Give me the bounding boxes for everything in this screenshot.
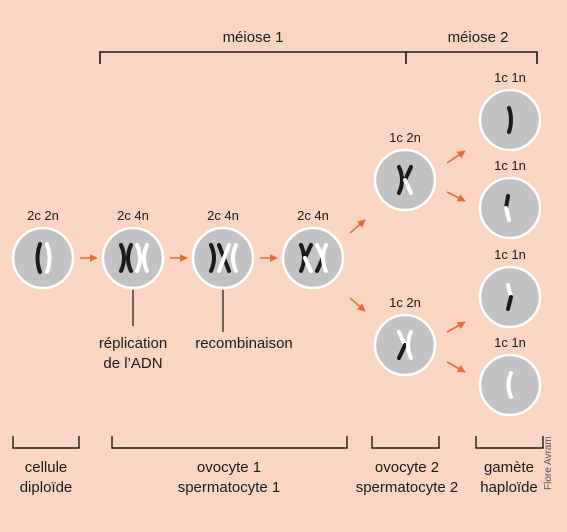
cell-gamete-1 <box>478 88 542 152</box>
chromosome-light <box>504 206 511 222</box>
replication-label-line2: de l’ADN <box>103 355 162 372</box>
diploid-stage-bracket <box>12 436 80 449</box>
arrow-4 <box>349 219 366 234</box>
chromatid-light <box>217 243 231 273</box>
arrow-9 <box>446 361 466 373</box>
arrow-5 <box>349 297 366 312</box>
diploid-stage-line1: cellule <box>25 459 68 476</box>
chromatid-dark <box>119 243 126 273</box>
cell-secondary-top-label: 1c 2n <box>389 130 421 145</box>
cell-recombined <box>281 226 345 290</box>
chromosome-dark <box>506 295 513 311</box>
secondary-stage-bracket <box>371 436 440 449</box>
arrow-7 <box>446 191 466 202</box>
chromosome-light <box>506 283 513 299</box>
arrow-6 <box>446 150 466 164</box>
cell-gamete-3 <box>478 265 542 329</box>
stage-brackets <box>12 436 544 449</box>
chromatid-light <box>406 330 413 360</box>
chromatid-dark <box>397 165 404 195</box>
chromosome-dark <box>35 242 42 274</box>
chromatid-dark <box>303 243 313 260</box>
cell-gamete-3-label: 1c 1n <box>494 247 526 262</box>
cell-secondary-top <box>373 148 437 212</box>
chromatid-dark <box>209 243 216 273</box>
gamete-stage-bracket <box>475 436 544 449</box>
cell-diploid <box>11 226 75 290</box>
secondary-stage-line2: spermatocyte 2 <box>356 479 459 496</box>
cell-gamete-1-label: 1c 1n <box>494 70 526 85</box>
chromosome-light <box>45 242 52 274</box>
chromatid-light <box>397 330 407 347</box>
chromosome-dark <box>507 106 513 134</box>
cell-gamete-4-label: 1c 1n <box>494 335 526 350</box>
secondary-stage-line1: ovocyte 2 <box>375 459 439 476</box>
chromatid-light <box>303 256 313 273</box>
phase-brackets <box>99 51 538 64</box>
chromatid-light <box>142 243 149 273</box>
gamete-stage-line2: haploïde <box>480 479 538 496</box>
chromatid-light <box>321 243 328 273</box>
cell-recombined-label: 2c 4n <box>297 208 329 223</box>
cell-gamete-2 <box>478 176 542 240</box>
cell-diploid-label: 2c 2n <box>27 208 59 223</box>
chromosome-light <box>506 371 513 399</box>
gamete-stage-line1: gamète <box>484 459 534 476</box>
diploid-stage-line2: diploïde <box>20 479 73 496</box>
cell-recombining-label: 2c 4n <box>207 208 239 223</box>
chromatid-light <box>231 243 238 273</box>
meiosis1-label: méiose 1 <box>223 29 284 46</box>
meiosis2-bracket <box>406 51 538 64</box>
replication-label-line1: réplication <box>99 335 167 352</box>
primary-stage-bracket <box>111 436 348 449</box>
cell-gamete-4 <box>478 353 542 417</box>
meiosis1-bracket <box>99 51 407 64</box>
cell-recombining <box>191 226 255 290</box>
chromatid-dark <box>126 243 133 273</box>
chromatid-light <box>403 178 413 195</box>
cells: 2c 2n 2c 4n 2c 4n <box>11 70 542 417</box>
chromatid-light <box>135 243 142 273</box>
cell-replicated-label: 2c 4n <box>117 208 149 223</box>
credit-label: Flore Avram <box>543 436 554 490</box>
recombination-label: recombinaison <box>195 335 293 352</box>
primary-stage-line2: spermatocyte 1 <box>178 479 281 496</box>
arrows <box>80 150 466 373</box>
meiosis2-label: méiose 2 <box>448 29 509 46</box>
cell-replicated <box>101 226 165 290</box>
primary-stage-line1: ovocyte 1 <box>197 459 261 476</box>
chromatid-dark <box>397 343 407 360</box>
chromatid-dark <box>403 165 413 182</box>
arrow-8 <box>446 321 466 333</box>
cell-gamete-2-label: 1c 1n <box>494 158 526 173</box>
chromosome-dark <box>504 194 510 210</box>
cell-secondary-bottom-label: 1c 2n <box>389 295 421 310</box>
cell-secondary-bottom <box>373 313 437 377</box>
